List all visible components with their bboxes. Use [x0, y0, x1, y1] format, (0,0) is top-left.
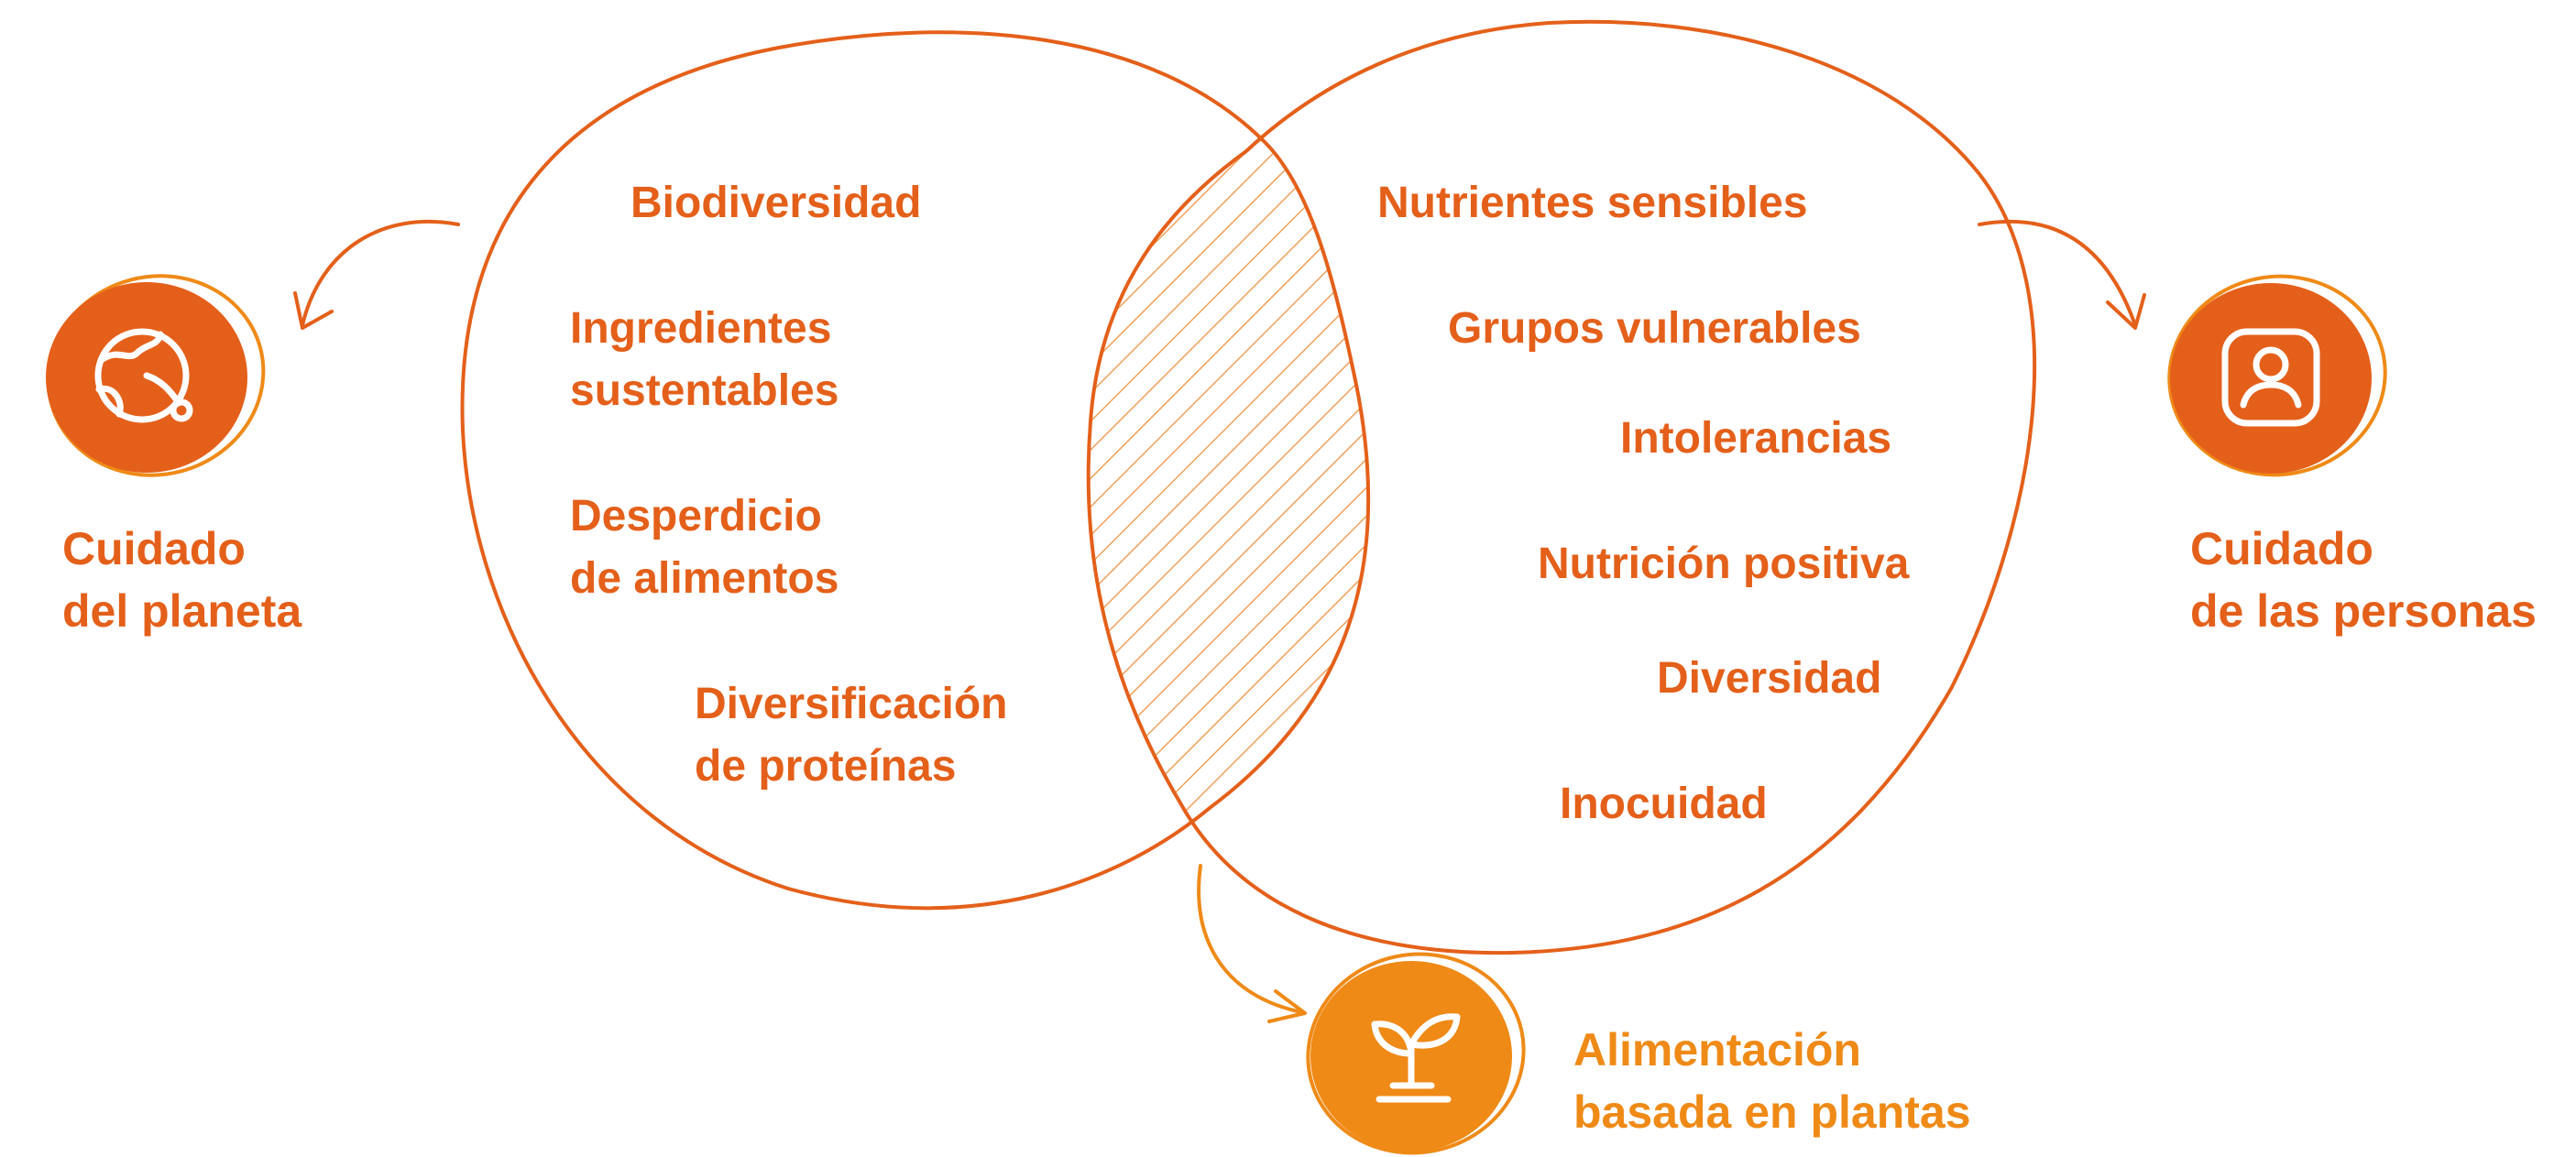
arrow-to-plants: [1197, 864, 1307, 1023]
people-badge: [2167, 274, 2387, 477]
right-item-4: Nutrición positiva: [1538, 540, 1910, 588]
left-circle: [460, 30, 1371, 911]
globe-icon: [94, 328, 193, 423]
arrow-to-people: [1978, 219, 2146, 330]
planet-badge: [46, 274, 266, 477]
arrow-to-planet: [293, 219, 460, 330]
right-item-1: Nutrientes sensibles: [1377, 179, 1808, 227]
right-item-2: Grupos vulnerables: [1448, 304, 1861, 353]
right-item-3: Intolerancias: [1620, 414, 1892, 463]
sprout-icon: [1371, 1013, 1461, 1103]
right-circle: [1086, 19, 2036, 955]
plants-badge: [1306, 952, 1526, 1155]
left-item-1: Biodiversidad: [630, 179, 922, 227]
person-icon: [2221, 328, 2320, 427]
right-item-5: Diversidad: [1657, 654, 1882, 703]
right-item-6: Inocuidad: [1560, 780, 1768, 828]
